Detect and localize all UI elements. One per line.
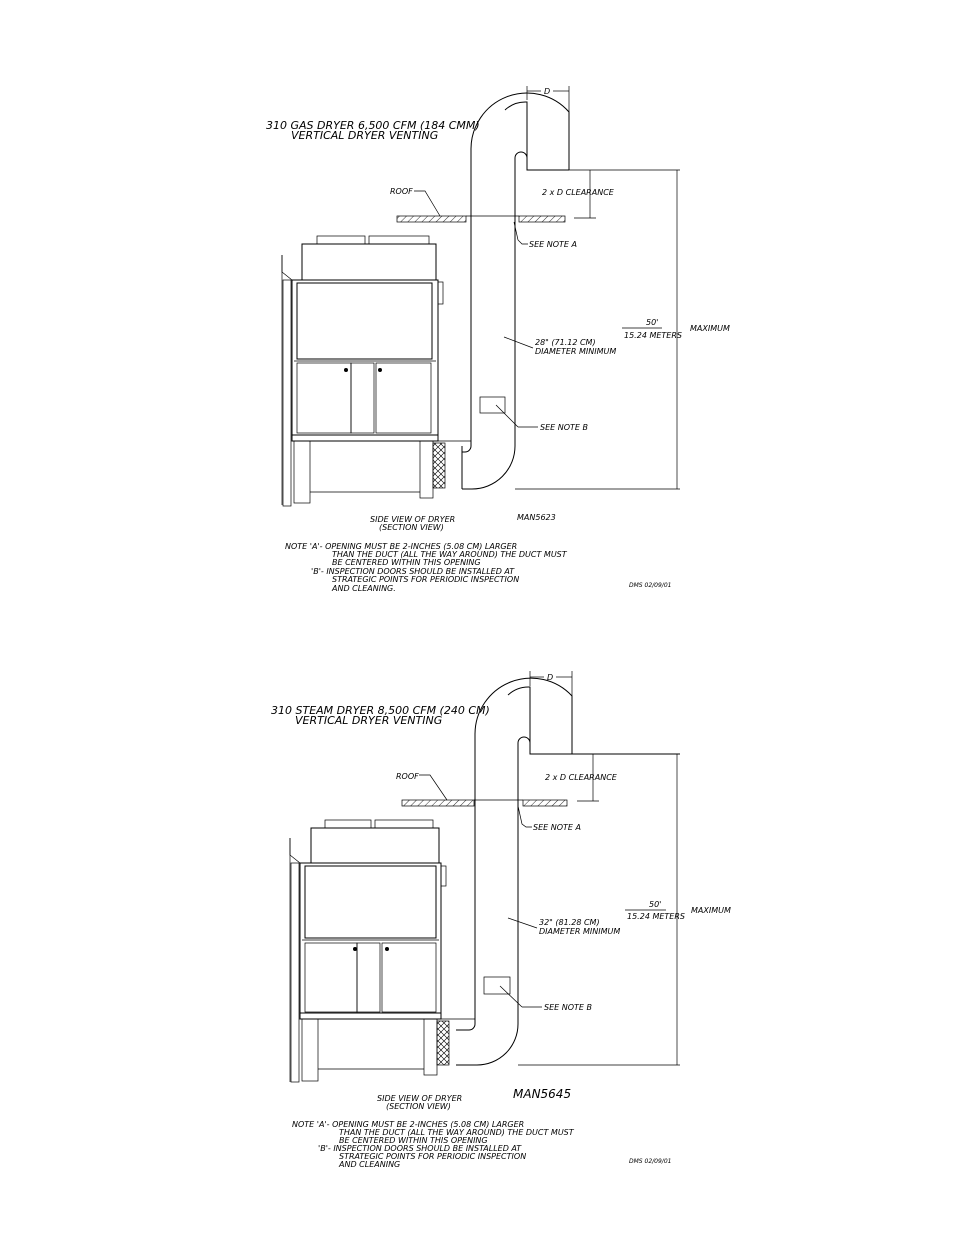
roof: ROOF (396, 772, 568, 807)
caption-line2: (SECTION VIEW) (386, 1102, 451, 1111)
caption-line2: (SECTION VIEW) (379, 523, 444, 532)
d-dimension: D (529, 671, 573, 754)
inspection-door (479, 396, 506, 414)
see-note-b: SEE NOTE B (540, 423, 588, 432)
notes-block: NOTE 'A'- OPENING MUST BE 2-INCHES (5.08… (285, 542, 568, 593)
note-line: BE CENTERED WITHIN THIS OPENING (332, 558, 481, 567)
d-dimension: D (526, 86, 570, 170)
roof: ROOF (390, 187, 566, 223)
drafter-stamp: DMS 02/09/01 (629, 1158, 671, 1165)
diagram-title-line1: 310 GAS DRYER 6,500 CFM (184 CMM) (266, 119, 480, 132)
roof-label: ROOF (396, 772, 419, 781)
see-note-a: SEE NOTE A (533, 823, 581, 832)
note-line: AND CLEANING. (331, 584, 396, 593)
height-dimension: 50' 15.24 METERS MAXIMUM (518, 754, 731, 1066)
note-line: THAN THE DUCT (ALL THE WAY AROUND) THE D… (339, 1128, 575, 1137)
caption-line1: SIDE VIEW OF DRYER (370, 515, 455, 524)
inspection-door (483, 976, 511, 995)
see-note-a: SEE NOTE A (529, 240, 577, 249)
note-line: NOTE 'A'- OPENING MUST BE 2-INCHES (5.08… (285, 542, 517, 551)
height-max-label: MAXIMUM (691, 906, 731, 915)
clearance-dimension: 2 x D CLEARANCE (545, 754, 618, 802)
drafter-stamp: DMS 02/09/01 (629, 582, 671, 589)
duct-diameter-line1: 28" (71.12 CM) (535, 338, 596, 347)
clearance-dimension: 2 x D CLEARANCE (542, 169, 680, 219)
diagram-title-line1: 310 STEAM DRYER 8,500 CFM (240 CM) (271, 704, 490, 717)
d-label: D (547, 673, 553, 682)
clearance-label: 2 x D CLEARANCE (542, 188, 615, 197)
height-value: 50' (646, 318, 658, 327)
vent-duct (456, 677, 680, 1066)
gas-dryer-diagram: 310 GAS DRYER 6,500 CFM (184 CMM) VERTIC… (266, 86, 730, 593)
steam-dryer-diagram: 310 STEAM DRYER 8,500 CFM (240 CM) VERTI… (271, 671, 731, 1169)
duct-diameter-line2: DIAMETER MINIMUM (539, 927, 620, 936)
diagram-title-line2: VERTICAL DRYER VENTING (291, 129, 438, 142)
height-value: 50' (649, 900, 661, 909)
note-line: STRATEGIC POINTS FOR PERIODIC INSPECTION (339, 1152, 526, 1161)
drawing-number: MAN5623 (517, 513, 556, 522)
dryer-unit (289, 819, 475, 1083)
height-metric: 15.24 METERS (627, 912, 685, 921)
roof-label: ROOF (390, 187, 413, 196)
note-line: STRATEGIC POINTS FOR PERIODIC INSPECTION (332, 575, 519, 584)
see-note-b: SEE NOTE B (544, 1003, 592, 1012)
note-line: 'B'- INSPECTION DOORS SHOULD BE INSTALLE… (311, 567, 515, 576)
drawing-number: MAN5645 (513, 1087, 571, 1101)
duct-diameter-line2: DIAMETER MINIMUM (535, 347, 616, 356)
vent-duct (461, 92, 570, 490)
note-line: BE CENTERED WITHIN THIS OPENING (339, 1136, 488, 1145)
notes-block: NOTE 'A'- OPENING MUST BE 2-INCHES (5.08… (292, 1120, 575, 1169)
height-max-label: MAXIMUM (690, 324, 730, 333)
height-metric: 15.24 METERS (624, 331, 682, 340)
dryer-unit (281, 235, 471, 507)
note-line: 'B'- INSPECTION DOORS SHOULD BE INSTALLE… (318, 1144, 522, 1153)
note-line: AND CLEANING (338, 1160, 400, 1169)
caption-line1: SIDE VIEW OF DRYER (377, 1094, 462, 1103)
diagram-title-line2: VERTICAL DRYER VENTING (295, 714, 442, 727)
duct-diameter-line1: 32" (81.28 CM) (539, 918, 600, 927)
note-line: NOTE 'A'- OPENING MUST BE 2-INCHES (5.08… (292, 1120, 524, 1129)
d-label: D (544, 87, 550, 96)
note-line: THAN THE DUCT (ALL THE WAY AROUND) THE D… (332, 550, 568, 559)
clearance-label: 2 x D CLEARANCE (545, 773, 618, 782)
height-dimension: 50' 15.24 METERS MAXIMUM (515, 170, 730, 490)
